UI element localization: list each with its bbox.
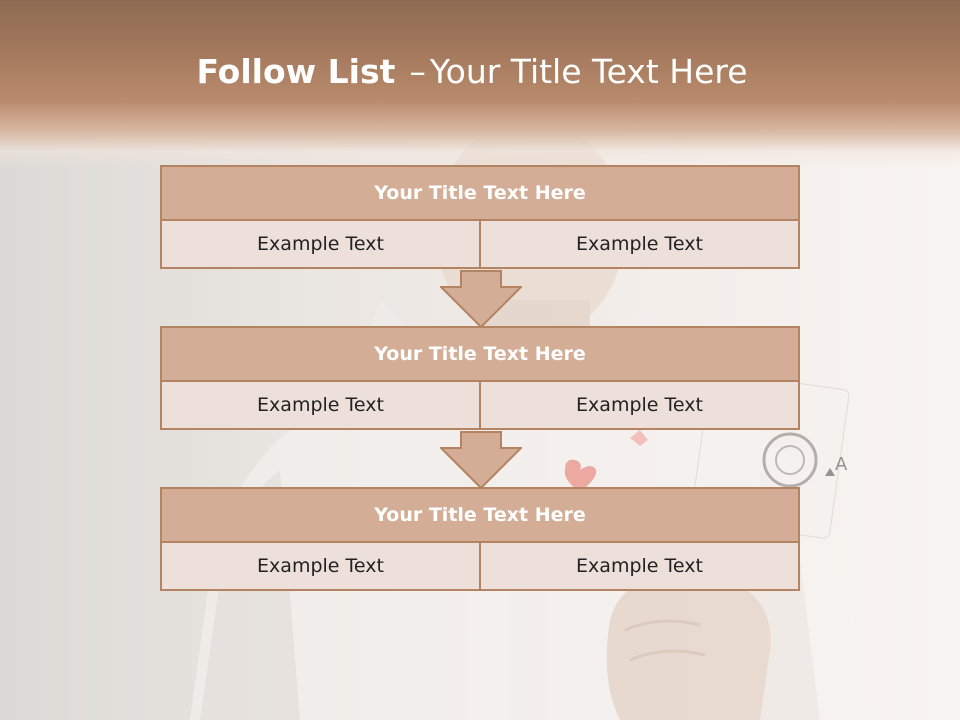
list-block-2: Your Title Text Here Example Text Exampl… [160, 326, 800, 430]
down-arrow-icon [440, 270, 522, 328]
block-title[interactable]: Your Title Text Here [160, 326, 800, 382]
heart-card-icon [564, 430, 648, 492]
block-title[interactable]: Your Title Text Here [160, 165, 800, 221]
list-block-3: Your Title Text Here Example Text Exampl… [160, 487, 800, 591]
block-cell-right[interactable]: Example Text [479, 221, 800, 269]
block-row: Example Text Example Text [160, 543, 800, 591]
block-row: Example Text Example Text [160, 221, 800, 269]
block-cell-left[interactable]: Example Text [160, 543, 481, 591]
down-arrow-icon [440, 431, 522, 489]
title-rest: Your Title Text Here [429, 52, 748, 91]
block-cell-right[interactable]: Example Text [479, 543, 800, 591]
block-cell-right[interactable]: Example Text [479, 382, 800, 430]
svg-text:A: A [835, 454, 848, 475]
title-dash: – [409, 52, 426, 91]
page-title: Follow List–Your Title Text Here [0, 52, 944, 91]
block-title[interactable]: Your Title Text Here [160, 487, 800, 543]
title-bold: Follow List [196, 52, 396, 91]
block-cell-left[interactable]: Example Text [160, 382, 481, 430]
title-banner [0, 0, 960, 168]
block-row: Example Text Example Text [160, 382, 800, 430]
list-block-1: Your Title Text Here Example Text Exampl… [160, 165, 800, 269]
block-cell-left[interactable]: Example Text [160, 221, 481, 269]
